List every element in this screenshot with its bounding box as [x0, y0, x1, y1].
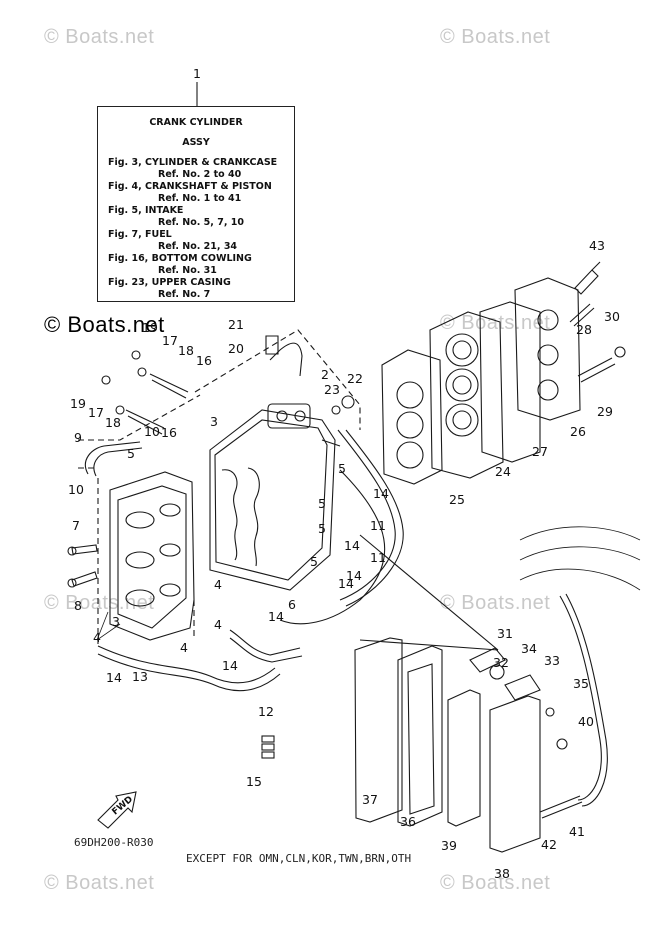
- callout-14: 14: [106, 670, 122, 685]
- watermark: © Boats.net: [44, 312, 165, 337]
- watermark: © Boats.net: [44, 26, 155, 48]
- reference-row: Fig. 16, BOTTOM COWLING: [108, 253, 252, 264]
- callout-8: 8: [74, 598, 82, 613]
- reference-row: Ref. No. 2 to 40: [158, 169, 242, 180]
- callout-14: 14: [268, 609, 284, 624]
- callout-37: 37: [362, 792, 378, 807]
- reference-row: Ref. No. 1 to 41: [158, 193, 242, 204]
- callout-38: 38: [494, 866, 510, 881]
- callout-27: 27: [532, 444, 548, 459]
- callout-24: 24: [495, 464, 511, 479]
- callout-15: 15: [246, 774, 262, 789]
- watermark: © Boats.net: [440, 872, 551, 894]
- callout-4: 4: [214, 617, 222, 632]
- callout-4: 4: [214, 577, 222, 592]
- callout-31: 31: [497, 626, 513, 641]
- reference-row: Ref. No. 5, 7, 10: [158, 217, 244, 228]
- reference-subtitle: ASSY: [182, 137, 210, 148]
- diagram-code: 69DH200-R030: [74, 836, 154, 849]
- reference-row: Fig. 4, CRANKSHAFT & PISTON: [108, 181, 272, 192]
- callout-12: 12: [258, 704, 274, 719]
- callout-13: 13: [132, 669, 148, 684]
- watermark: © Boats.net: [440, 26, 551, 48]
- reference-row: Ref. No. 7: [158, 289, 211, 300]
- callout-6: 6: [288, 597, 296, 612]
- watermark: © Boats.net: [44, 872, 155, 894]
- reference-row: Fig. 23, UPPER CASING: [108, 277, 231, 288]
- callout-43: 43: [589, 238, 605, 253]
- callout-16: 16: [196, 353, 212, 368]
- callout-5: 5: [127, 446, 135, 461]
- callout-18: 18: [105, 415, 121, 430]
- callout-25: 25: [449, 492, 465, 507]
- reference-title: CRANK CYLINDER: [149, 117, 243, 128]
- callout-5: 5: [318, 496, 326, 511]
- callout-9: 9: [74, 430, 82, 445]
- callout-20: 20: [228, 341, 244, 356]
- callout-14: 14: [344, 538, 360, 553]
- callout-7: 7: [72, 518, 80, 533]
- callout-17: 17: [162, 333, 178, 348]
- callout-16: 16: [161, 425, 177, 440]
- callout-14: 14: [346, 568, 362, 583]
- callout-32: 32: [493, 655, 509, 670]
- callout-18: 18: [178, 343, 194, 358]
- reference-row: Fig. 7, FUEL: [108, 229, 172, 240]
- callout-33: 33: [544, 653, 560, 668]
- callout-3: 3: [210, 414, 218, 429]
- watermark: © Boats.net: [440, 592, 551, 614]
- callout-34: 34: [521, 641, 537, 656]
- callout-5: 5: [318, 521, 326, 536]
- callout-26: 26: [570, 424, 586, 439]
- callout-39: 39: [441, 838, 457, 853]
- callout-35: 35: [573, 676, 589, 691]
- watermark: © Boats.net: [440, 312, 551, 334]
- callout-42: 42: [541, 837, 557, 852]
- callout-29: 29: [597, 404, 613, 419]
- callout-30: 30: [604, 309, 620, 324]
- callout-10: 10: [144, 424, 160, 439]
- callout-11: 11: [370, 550, 386, 565]
- callout-22: 22: [347, 371, 363, 386]
- reference-row: Ref. No. 31: [158, 265, 217, 276]
- callout-19: 19: [70, 396, 86, 411]
- callout-17: 17: [88, 405, 104, 420]
- callout-2: 2: [321, 367, 329, 382]
- callout-5: 5: [310, 554, 318, 569]
- callout-14: 14: [338, 576, 354, 591]
- callout-5: 5: [338, 461, 346, 476]
- callout-4: 4: [180, 640, 188, 655]
- callout-23: 23: [324, 382, 340, 397]
- callout-14: 14: [373, 486, 389, 501]
- reference-row: Fig. 5, INTAKE: [108, 205, 184, 216]
- callout-4: 4: [93, 630, 101, 645]
- footnote: EXCEPT FOR OMN,CLN,KOR,TWN,BRN,OTH: [186, 852, 412, 865]
- callout-41: 41: [569, 824, 585, 839]
- callout-40: 40: [578, 714, 594, 729]
- callout-36: 36: [400, 814, 416, 829]
- reference-row: Fig. 3, CYLINDER & CRANKCASE: [108, 157, 278, 168]
- callout-11: 11: [370, 518, 386, 533]
- callout-28: 28: [576, 322, 592, 337]
- reference-box: CRANK CYLINDER ASSY Fig. 3, CYLINDER & C…: [97, 106, 295, 302]
- callout-1: 1: [193, 66, 201, 81]
- callout-10: 10: [68, 482, 84, 497]
- callout-21: 21: [228, 317, 244, 332]
- callout-19: 19: [142, 320, 158, 335]
- callout-14: 14: [222, 658, 238, 673]
- callout-3: 3: [112, 614, 120, 629]
- reference-row: Ref. No. 21, 34: [158, 241, 238, 252]
